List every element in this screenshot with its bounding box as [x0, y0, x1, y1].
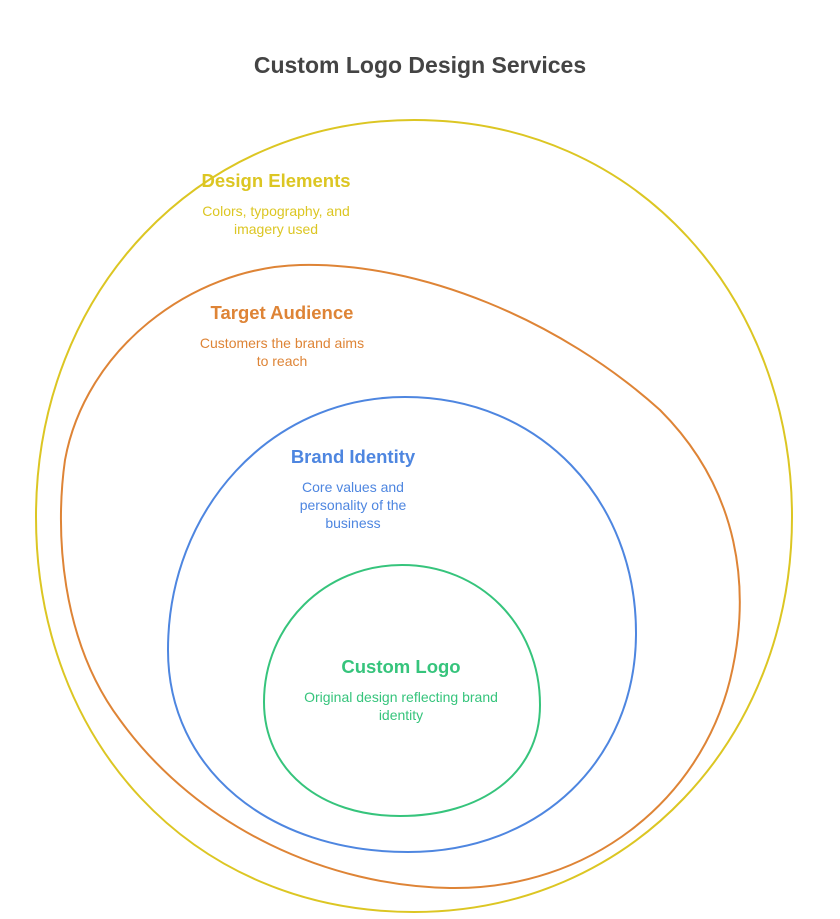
- brand-identity-heading: Brand Identity: [290, 446, 416, 467]
- brand-identity-description: Core values and personality of the busin…: [299, 479, 407, 531]
- design-elements-heading: Design Elements: [201, 170, 351, 191]
- brand-identity-label: Brand Identity Core values and personali…: [283, 446, 423, 532]
- brand-identity-outline: [166, 395, 638, 854]
- target-audience-description: Customers the brand aims to reach: [199, 335, 365, 369]
- design-elements-description: Colors, typography, and imagery used: [202, 203, 350, 237]
- custom-logo-description: Original design reflecting brand identit…: [304, 689, 498, 723]
- target-audience-heading: Target Audience: [210, 302, 354, 323]
- custom-logo-label: Custom Logo Original design reflecting b…: [301, 656, 501, 724]
- target-audience-label: Target Audience Customers the brand aims…: [197, 302, 367, 370]
- custom-logo-outline: [262, 563, 542, 818]
- custom-logo-heading: Custom Logo: [341, 656, 461, 677]
- diagram-title: Custom Logo Design Services: [253, 52, 587, 78]
- design-elements-outline: [34, 118, 794, 914]
- design-elements-label: Design Elements Colors, typography, and …: [176, 170, 376, 238]
- target-audience-outline: [59, 263, 741, 890]
